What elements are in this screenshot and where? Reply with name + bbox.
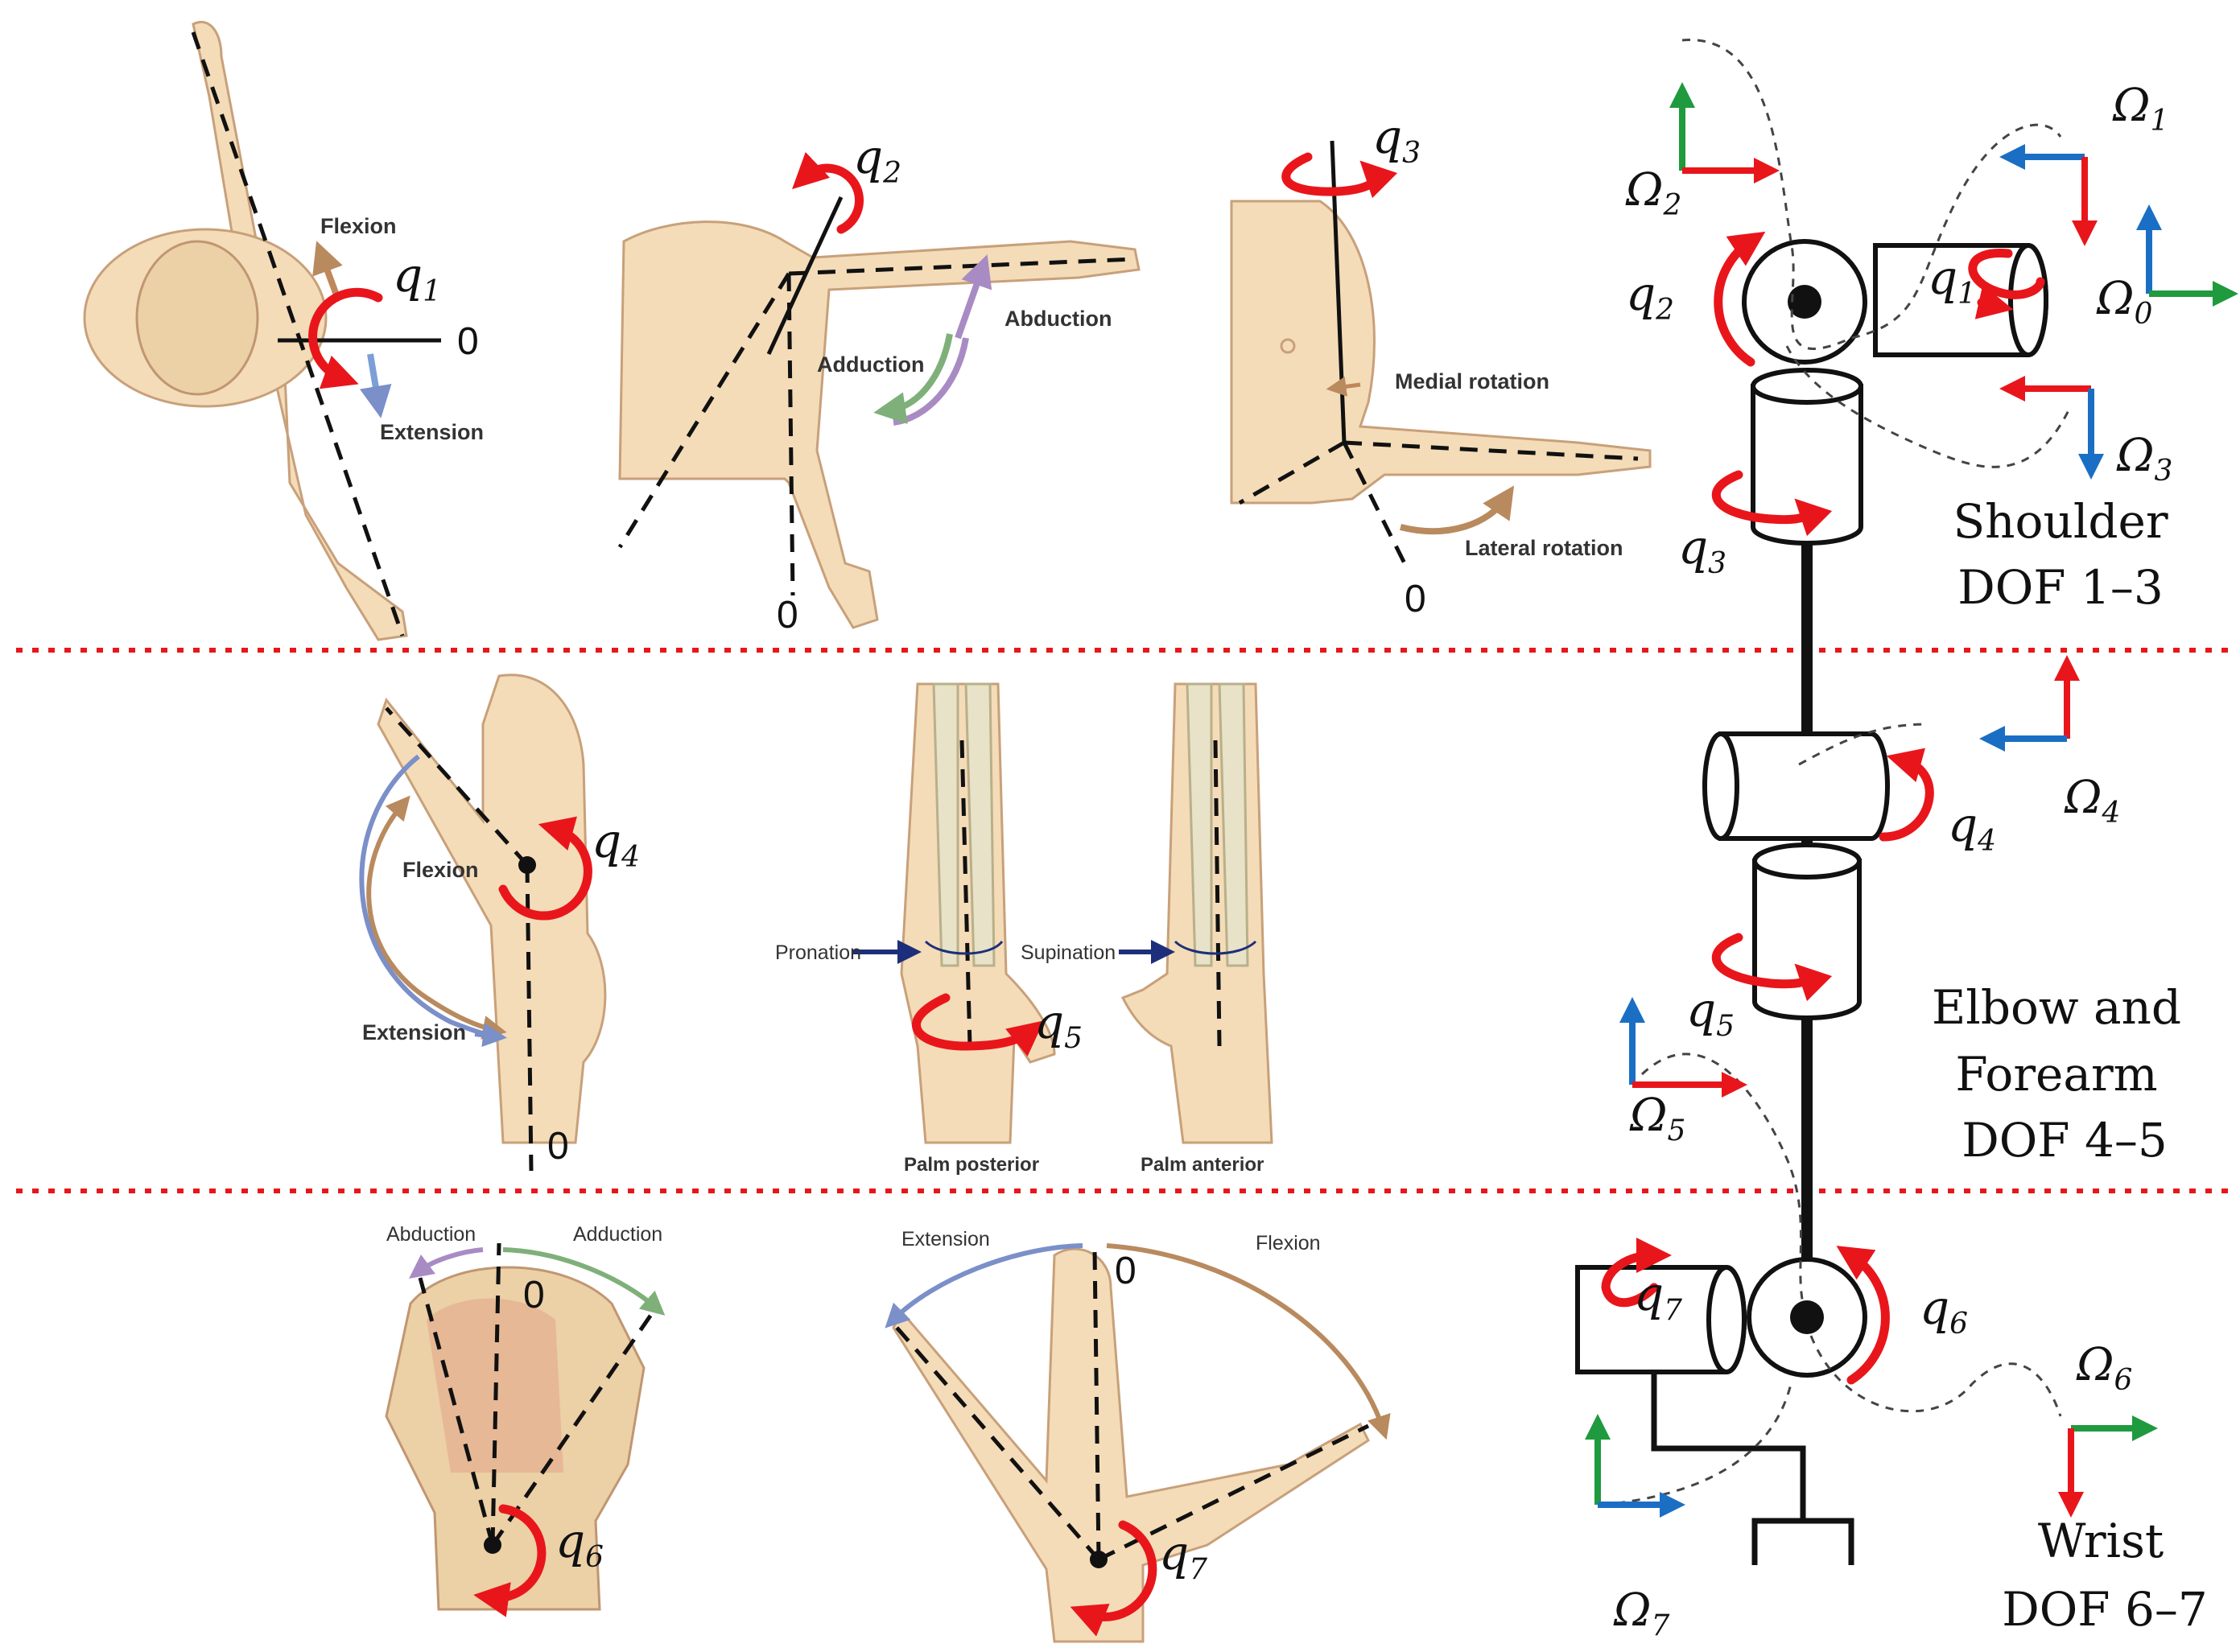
q2-robot-arrow bbox=[1714, 231, 1766, 367]
q1-label: q1 bbox=[393, 248, 441, 308]
pronation-label: Pronation bbox=[775, 941, 861, 964]
palm-posterior-label: Palm posterior bbox=[904, 1154, 1039, 1176]
section-wrist-dof: DOF 6–7 bbox=[2002, 1582, 2208, 1637]
q6-robot-arrow bbox=[1836, 1246, 1890, 1385]
adduction-label: Adduction bbox=[817, 352, 924, 377]
section-elbow-title: Elbow and bbox=[1932, 980, 2181, 1035]
zero-mark-q3: 0 bbox=[1405, 578, 1426, 620]
panel-wrist-flexion: Extension Flexion 0 q7 bbox=[885, 1228, 1391, 1643]
q3-robot-label: q3 bbox=[1678, 520, 1726, 580]
q7-robot-label: q7 bbox=[1634, 1267, 1682, 1327]
q1-robot-label: q1 bbox=[1928, 250, 1976, 311]
q4-label: q4 bbox=[592, 814, 640, 874]
medial-rotation-label: Medial rotation bbox=[1395, 369, 1549, 393]
q5-rotation-arrow bbox=[912, 993, 1045, 1057]
frame-omega-0-label: Ω0 bbox=[2096, 273, 2152, 331]
frame-omega-2-label: Ω2 bbox=[1625, 164, 1681, 222]
joint-q4-cylinder bbox=[1718, 731, 1890, 841]
section-forearm-title: Forearm bbox=[1955, 1047, 2157, 1102]
q5-label: q5 bbox=[1034, 995, 1083, 1055]
q4-robot-arrow bbox=[1879, 748, 1934, 842]
q7-robot-arrow bbox=[1601, 1238, 1672, 1308]
zero-mark-q6: 0 bbox=[523, 1274, 545, 1316]
q6-label-left: q6 bbox=[555, 1514, 604, 1574]
q6-robot-label: q6 bbox=[1920, 1280, 1968, 1341]
frame-omega-7-label: Ω7 bbox=[1613, 1584, 1669, 1642]
elbow-flexion-label: Flexion bbox=[402, 858, 479, 882]
panel-elbow-flexion: Flexion Extension 0 q4 bbox=[359, 674, 640, 1172]
end-effector bbox=[1751, 1518, 1854, 1565]
torso-arm-figure bbox=[618, 220, 1141, 629]
wrist-abduction-label: Abduction bbox=[386, 1223, 476, 1246]
elbow-extension-label: Extension bbox=[362, 1020, 466, 1044]
supination-label: Supination bbox=[1021, 941, 1116, 964]
q3-robot-arrow bbox=[1711, 470, 1833, 537]
q4-robot-label: q4 bbox=[1948, 797, 1996, 858]
section-elbow-dof: DOF 4–5 bbox=[1962, 1113, 2168, 1168]
q2-robot-label: q2 bbox=[1626, 266, 1674, 327]
q2-label: q2 bbox=[853, 130, 901, 190]
q3-rotation-arrow bbox=[1281, 152, 1398, 199]
wrist-adduction-label: Adduction bbox=[573, 1223, 662, 1246]
panel-wrist-deviation: Abduction Adduction 0 q6 bbox=[385, 1223, 666, 1617]
head-figure bbox=[135, 240, 259, 396]
frame-omega-6-label: Ω6 bbox=[2076, 1339, 2132, 1397]
frame-omega-5-label: Ω5 bbox=[1629, 1090, 1685, 1147]
wrist-extension-label: Extension bbox=[901, 1228, 990, 1250]
zero-mark-q1: 0 bbox=[457, 320, 479, 363]
panel-shoulder-flexion: Flexion Extension 0 q1 bbox=[83, 21, 484, 641]
lateral-rotation-label: Lateral rotation bbox=[1465, 536, 1623, 560]
wrist-flexion-label: Flexion bbox=[1256, 1232, 1321, 1254]
section-wrist-title: Wrist bbox=[2038, 1514, 2164, 1568]
zero-mark-q7: 0 bbox=[1115, 1250, 1137, 1292]
frame-omega-1-label: Ω1 bbox=[2112, 80, 2168, 138]
robot-kinematic-chain: q1 q2 q3 q4 q5 q6 q7 Ω2 Ω1 Ω0 Ω3 Ω4 Ω5 Ω… bbox=[1575, 39, 2238, 1642]
palm-anterior-label: Palm anterior bbox=[1141, 1154, 1264, 1176]
frame-omega-4-label: Ω4 bbox=[2064, 772, 2120, 830]
q1-rotation-arrow bbox=[308, 287, 383, 389]
zero-mark-q2: 0 bbox=[777, 594, 798, 636]
section-shoulder-dof: DOF 1–3 bbox=[1957, 560, 2164, 615]
frame-omega-3-label: Ω3 bbox=[2116, 430, 2172, 488]
q1-robot-arrow bbox=[1968, 249, 2045, 306]
q5-robot-arrow bbox=[1711, 933, 1833, 1002]
hand-side-figure bbox=[892, 1247, 1370, 1643]
zero-mark-q4: 0 bbox=[547, 1125, 569, 1168]
panel-forearm-rotation: Pronation Supination Palm posterior Palm… bbox=[775, 682, 1273, 1176]
joint-q5-cylinder bbox=[1752, 859, 1862, 1020]
panel-shoulder-abduction: Adduction Abduction 0 q2 bbox=[617, 130, 1141, 636]
q7-label-left: q7 bbox=[1159, 1526, 1207, 1586]
q2-rotation-arrow bbox=[792, 151, 864, 234]
abduction-label: Abduction bbox=[1004, 307, 1112, 331]
extension-label: Extension bbox=[380, 420, 484, 444]
flexion-label: Flexion bbox=[320, 214, 397, 238]
section-shoulder-title: Shoulder bbox=[1953, 494, 2168, 549]
q7-rotation-arrow-left bbox=[1070, 1520, 1157, 1637]
panel-shoulder-rotation: Medial rotation Lateral rotation 0 q3 bbox=[1230, 109, 1652, 620]
q6-rotation-arrow-left bbox=[473, 1504, 547, 1617]
joint-q3-cylinder bbox=[1751, 384, 1863, 546]
q5-robot-label: q5 bbox=[1686, 983, 1735, 1043]
q3-label: q3 bbox=[1372, 109, 1421, 170]
q4-rotation-arrow bbox=[498, 816, 592, 921]
